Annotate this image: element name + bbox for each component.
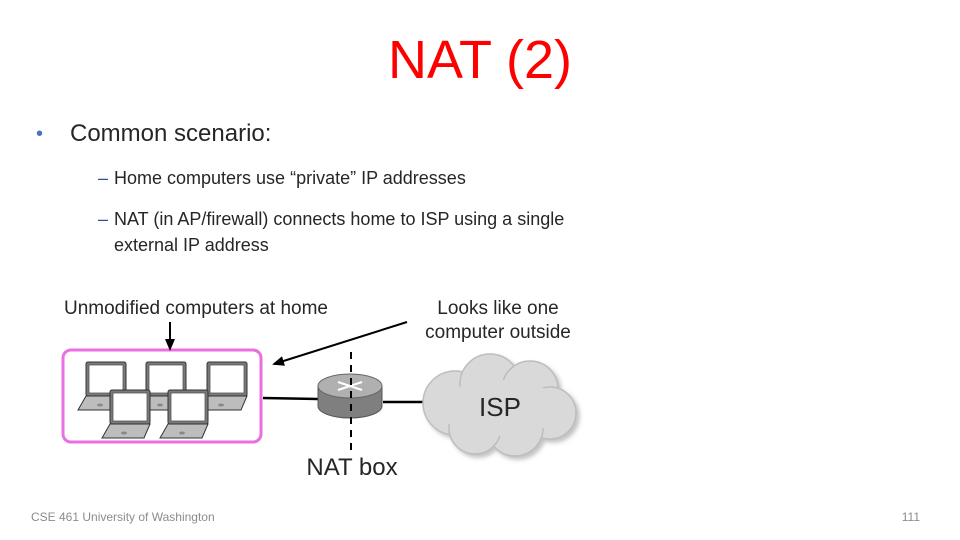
cloud-icon — [422, 353, 577, 457]
bullet-item: • Common scenario: — [36, 116, 271, 152]
arrow-icon — [272, 321, 408, 366]
sub-bullet-text: Home computers use “private” IP addresse… — [114, 168, 466, 188]
label-home-computers: Unmodified computers at home — [63, 298, 328, 319]
sub-bullet-item: – Home computers use “private” IP addres… — [98, 165, 618, 191]
link-home-router — [262, 396, 319, 401]
footer-course: CSE 461 University of Washington — [31, 510, 215, 524]
bullet-dot-icon: • — [36, 123, 44, 145]
router-label: NAT box — [306, 454, 398, 481]
sub-bullet-dash-icon: – — [98, 209, 109, 229]
router-icon — [317, 373, 383, 419]
bullet-text: Common scenario: — [70, 120, 272, 147]
sub-bullet-dash-icon: – — [98, 168, 109, 188]
label-one-computer-outside: Looks like one computer outside — [425, 298, 571, 343]
sub-bullet-text: NAT (in AP/firewall) connects home to IS… — [114, 209, 565, 255]
slide-title: NAT (2) — [387, 30, 573, 90]
sub-bullet-item: – NAT (in AP/firewall) connects home to … — [98, 206, 618, 258]
cloud-label: ISP — [479, 392, 521, 422]
home-network-boundary — [61, 348, 263, 444]
footer-page-number: 111 — [901, 510, 920, 524]
